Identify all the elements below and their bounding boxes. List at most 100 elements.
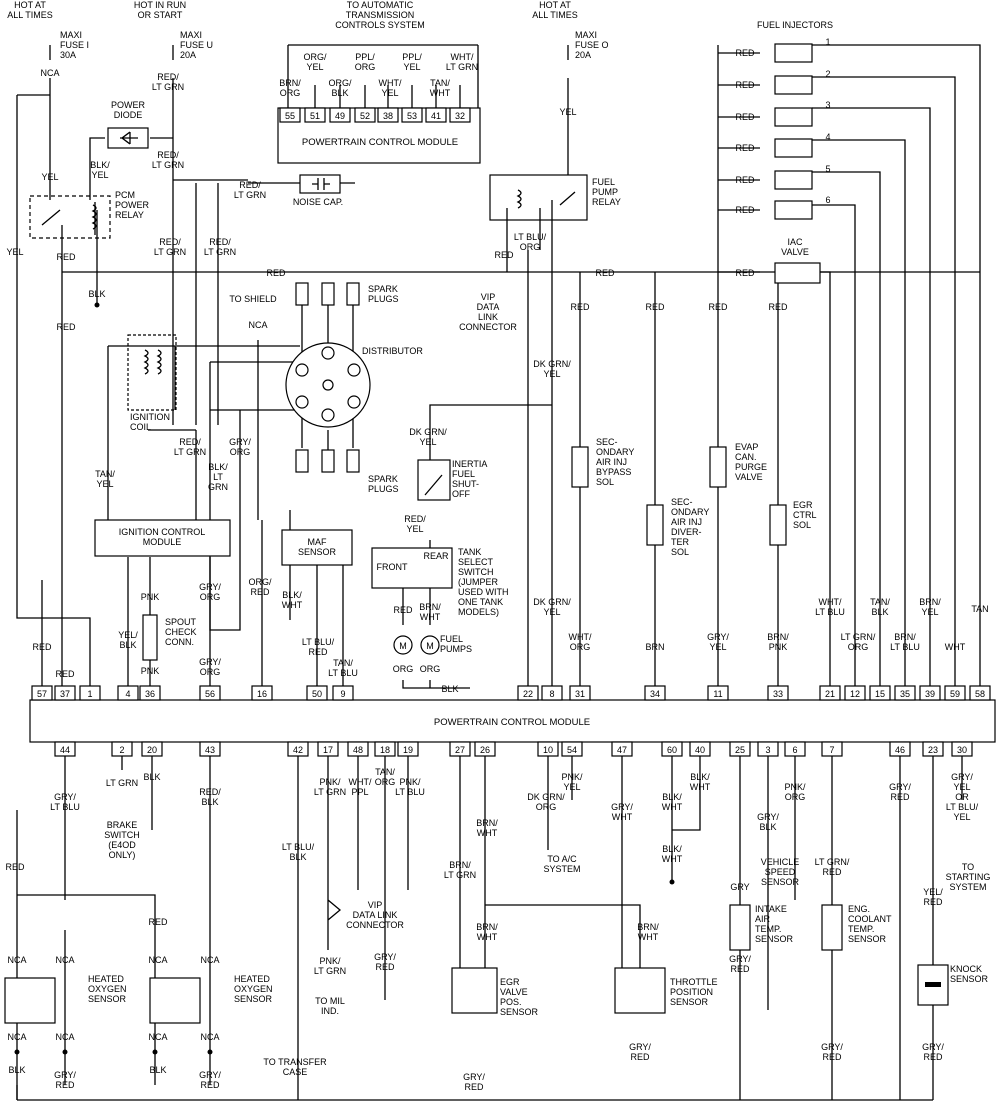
pcm-main-top-pin-label: 16 bbox=[257, 689, 267, 699]
wire-label: LT BLU/BLK bbox=[282, 842, 315, 862]
wire-label: BLK bbox=[88, 289, 105, 299]
pcm-main-top-pin bbox=[31, 685, 53, 701]
pcm-main-bottom-pin-label: 20 bbox=[147, 745, 157, 755]
wire-label: TAN/BLK bbox=[870, 597, 890, 617]
pcm-main-top-pin-label: 56 bbox=[205, 689, 215, 699]
wire-label: RED bbox=[645, 302, 665, 312]
pcm-main-bottom-pin bbox=[449, 741, 471, 757]
ignition-control-module bbox=[94, 519, 231, 557]
pcm-main-top-pin-label: 21 bbox=[825, 689, 835, 699]
pcm-main-bottom-pin-label: 47 bbox=[617, 745, 627, 755]
wire-label: NCA bbox=[55, 1032, 74, 1042]
pcm-main-bottom-pin-label: 3 bbox=[765, 745, 770, 755]
wire-label: NCA bbox=[7, 955, 26, 965]
pcm-main-top-pin-label: 36 bbox=[145, 689, 155, 699]
wire-label: RED bbox=[55, 669, 75, 679]
iac-valve bbox=[774, 262, 821, 284]
pcm-main-bottom-pin-label: 27 bbox=[455, 745, 465, 755]
pcm-main-top-pin-label: 34 bbox=[650, 689, 660, 699]
ground-points bbox=[14, 302, 675, 1055]
pcm-top-wire-color: TAN/WHT bbox=[430, 78, 451, 98]
pcm-main-top-pin bbox=[969, 685, 991, 701]
pcm-main-box bbox=[29, 699, 996, 743]
pcm-main-bottom-pin-label: 44 bbox=[60, 745, 70, 755]
ignition-coil bbox=[127, 334, 177, 411]
pcm-main-bottom-pin-label: 26 bbox=[480, 745, 490, 755]
pcm-main-top-pin-label: 31 bbox=[575, 689, 585, 699]
tank-select-switch bbox=[371, 547, 453, 589]
pcm-top-wire-color: WHT/LT GRN bbox=[446, 52, 478, 72]
pcm-top-pin bbox=[329, 107, 351, 123]
wire-label: RED bbox=[735, 175, 755, 185]
wire-label: WHT/LT BLU bbox=[815, 597, 845, 617]
wire-label: BLK bbox=[149, 1065, 166, 1075]
wire-label: GRY/RED bbox=[729, 954, 751, 974]
wire-label: ORG bbox=[393, 664, 414, 674]
wire-label: LT GRN/RED bbox=[815, 857, 850, 877]
noise-cap-label: NOISE CAP. bbox=[293, 197, 343, 207]
wire-label: YEL bbox=[6, 247, 23, 257]
front-label: FRONT bbox=[377, 562, 408, 572]
pcm-main-top-pin bbox=[79, 685, 101, 701]
distributor-label: DISTRIBUTOR bbox=[362, 346, 423, 356]
wire-label: BRN/LT GRN bbox=[444, 860, 476, 880]
pcm-main-top-pin-label: 57 bbox=[37, 689, 47, 699]
pcm-main-bottom-pin bbox=[537, 741, 559, 757]
wire-label: RED bbox=[5, 862, 25, 872]
spark-plugs-bottom bbox=[295, 449, 360, 473]
wire-label: NCA bbox=[148, 1032, 167, 1042]
wire-label: TAN/LT BLU bbox=[328, 658, 358, 678]
wire-label: RED bbox=[148, 917, 168, 927]
wire-label: DK GRN/YEL bbox=[533, 597, 571, 617]
pcm-top-pin-label: 41 bbox=[431, 111, 441, 121]
pcm-main-bottom-pin-label: 7 bbox=[829, 745, 834, 755]
injector-number: 4 bbox=[825, 132, 830, 142]
wire-label: RED/YEL bbox=[404, 514, 426, 534]
pcm-main-bottom-pin-label: 25 bbox=[735, 745, 745, 755]
wire-label: RED bbox=[735, 143, 755, 153]
pcm-main-bottom-pin bbox=[689, 741, 711, 757]
pcm-top-pin-label: 52 bbox=[360, 111, 370, 121]
wire-label: RED/LT GRN bbox=[174, 437, 206, 457]
wire-label: GRY/BLK bbox=[757, 812, 779, 832]
wire-label: RED bbox=[735, 80, 755, 90]
wire-label: PNK/LT BLU bbox=[395, 777, 425, 797]
wire-label: YEL/RED bbox=[923, 887, 943, 907]
wire-label: RED bbox=[570, 302, 590, 312]
pcm-main-bottom-pin-label: 23 bbox=[928, 745, 938, 755]
wire-label: RED bbox=[708, 302, 728, 312]
egr-valve-position-sensor bbox=[451, 967, 498, 1014]
wire-label: ORG/RED bbox=[248, 577, 272, 597]
wire-label: RED bbox=[56, 252, 76, 262]
wire-label: RED bbox=[735, 205, 755, 215]
wire-label: TAN bbox=[971, 604, 988, 614]
pcm-main-top-pin-label: 58 bbox=[975, 689, 985, 699]
wire-label: BRN/WHT bbox=[476, 818, 498, 838]
pcm-main-top-pin-label: 4 bbox=[125, 689, 130, 699]
pcm-main-bottom-pin bbox=[561, 741, 583, 757]
wire-label: PNK bbox=[141, 592, 160, 602]
wire-label: RED bbox=[735, 48, 755, 58]
pcm-main-bottom-pin-label: 18 bbox=[380, 745, 390, 755]
pcm-top-wire-color: PPL/YEL bbox=[402, 52, 422, 72]
wire-label: BLK/WHT bbox=[282, 590, 303, 610]
injector-number: 1 bbox=[825, 37, 830, 47]
wire-label: RED bbox=[32, 642, 52, 652]
wire-label: TAN/YEL bbox=[95, 469, 115, 489]
wire-label: NCA bbox=[40, 68, 59, 78]
wire-label: NCA bbox=[148, 955, 167, 965]
pcm-main-bottom-pin bbox=[54, 741, 76, 757]
